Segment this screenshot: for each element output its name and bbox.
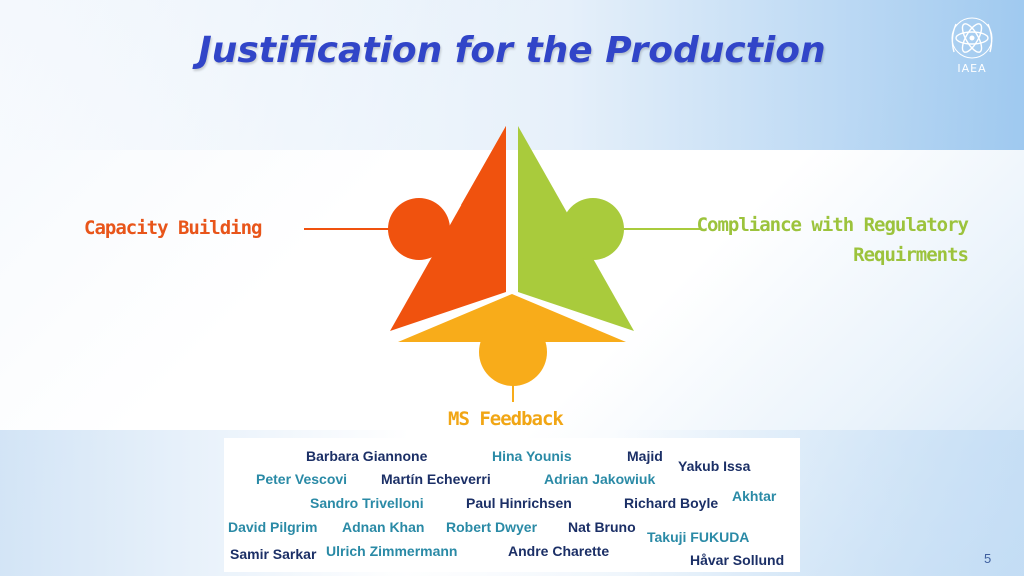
compliance-label-line2: Requirments [853,244,969,266]
contributor-name: Yakub Issa [678,458,751,474]
slide-title: Justification for the Production [198,30,826,71]
contributor-name: Nat Bruno [568,519,636,535]
contributor-name: Richard Boyle [624,495,719,511]
contributor-name: Adnan Khan [342,519,425,535]
contributor-name: David Pilgrim [228,519,318,535]
contributor-name: Håvar Sollund [690,552,785,568]
contributor-name: Akhtar [732,488,777,504]
contributor-name: Majid [627,448,663,464]
compliance-segment [518,126,634,331]
contributor-name: Samir Sarkar [230,546,317,562]
atom-icon [951,17,993,59]
compliance-label-line1: Compliance with Regulatory [696,214,969,236]
contributor-name: Paul Hinrichsen [466,495,572,511]
contributor-name: Martín Echeverri [381,471,491,487]
contributor-name: Ulrich Zimmermann [326,543,458,559]
contributor-name: Peter Vescovi [256,471,348,487]
background-swoosh-top [0,0,1024,150]
contributor-name: Andre Charette [508,543,610,559]
contributor-name: Sandro Trivelloni [310,495,424,511]
logo-text: IAEA [957,62,987,75]
contributor-name: Hina Younis [492,448,572,464]
contributor-name: Adrian Jakowiuk [544,471,656,487]
ms-feedback-label: MS Feedback [448,408,564,430]
ms-feedback-segment [398,294,626,386]
capacity-building-label: Capacity Building [84,217,262,239]
compliance-label: Compliance with Regulatory Requirments [660,210,969,270]
contributor-name: Barbara Giannone [306,448,428,464]
contributors-name-cloud: Barbara Giannone Hina Younis Majid Yakub… [224,438,800,572]
iaea-logo: IAEA [944,14,1000,80]
contributor-name: Robert Dwyer [446,519,538,535]
contributor-name: Takuji FUKUDA [647,529,750,545]
page-number: 5 [984,551,992,566]
capacity-segment [388,126,506,331]
